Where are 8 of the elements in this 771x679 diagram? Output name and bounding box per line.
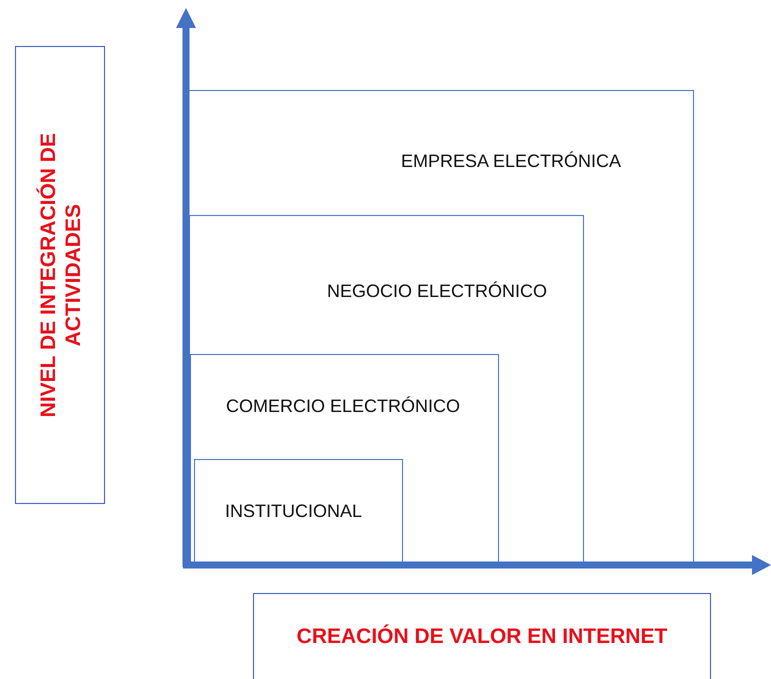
level-label: EMPRESA ELECTRÓNICA: [401, 151, 622, 172]
level-label: COMERCIO ELECTRÓNICO: [226, 396, 460, 417]
axis-title-box: [15, 46, 105, 504]
axis-title: NIVEL DE INTEGRACIÓN DE ACTIVIDADES: [36, 132, 86, 420]
level-label: NEGOCIO ELECTRÓNICO: [327, 281, 548, 302]
level-label: INSTITUCIONAL: [225, 501, 362, 522]
axis-title: CREACIÓN DE VALOR EN INTERNET: [296, 624, 668, 650]
axis-title-box: [253, 593, 711, 679]
